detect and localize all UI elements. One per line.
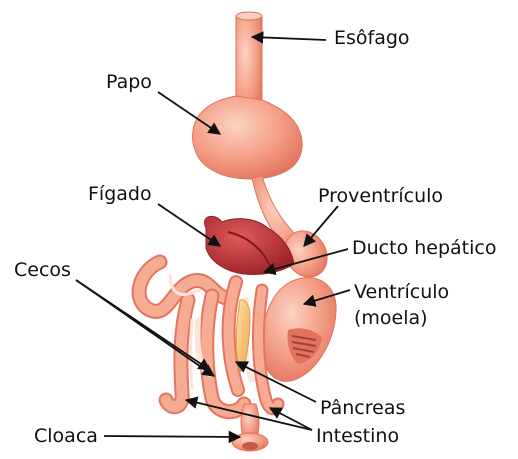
gizzard: [262, 278, 336, 382]
label-figado: Fígado: [88, 182, 152, 206]
label-esofago: Esôfago: [334, 26, 410, 50]
label-ventriculo: Ventrículo: [354, 280, 449, 304]
crop: [193, 96, 303, 179]
label-cecos: Cecos: [14, 258, 71, 282]
label-intestino: Intestino: [316, 424, 399, 448]
arrow-cloaca: [104, 436, 240, 437]
arrow-esofago: [252, 37, 326, 40]
label-cloaca: Cloaca: [34, 424, 98, 448]
label-ducto-hepatico: Ducto hepático: [352, 236, 496, 260]
arrow-intestino-2: [270, 408, 312, 430]
label-pancreas: Pâncreas: [320, 396, 405, 420]
label-proventriculo: Proventrículo: [318, 184, 443, 208]
label-papo: Papo: [106, 70, 152, 94]
label-moela: (moela): [354, 306, 428, 330]
